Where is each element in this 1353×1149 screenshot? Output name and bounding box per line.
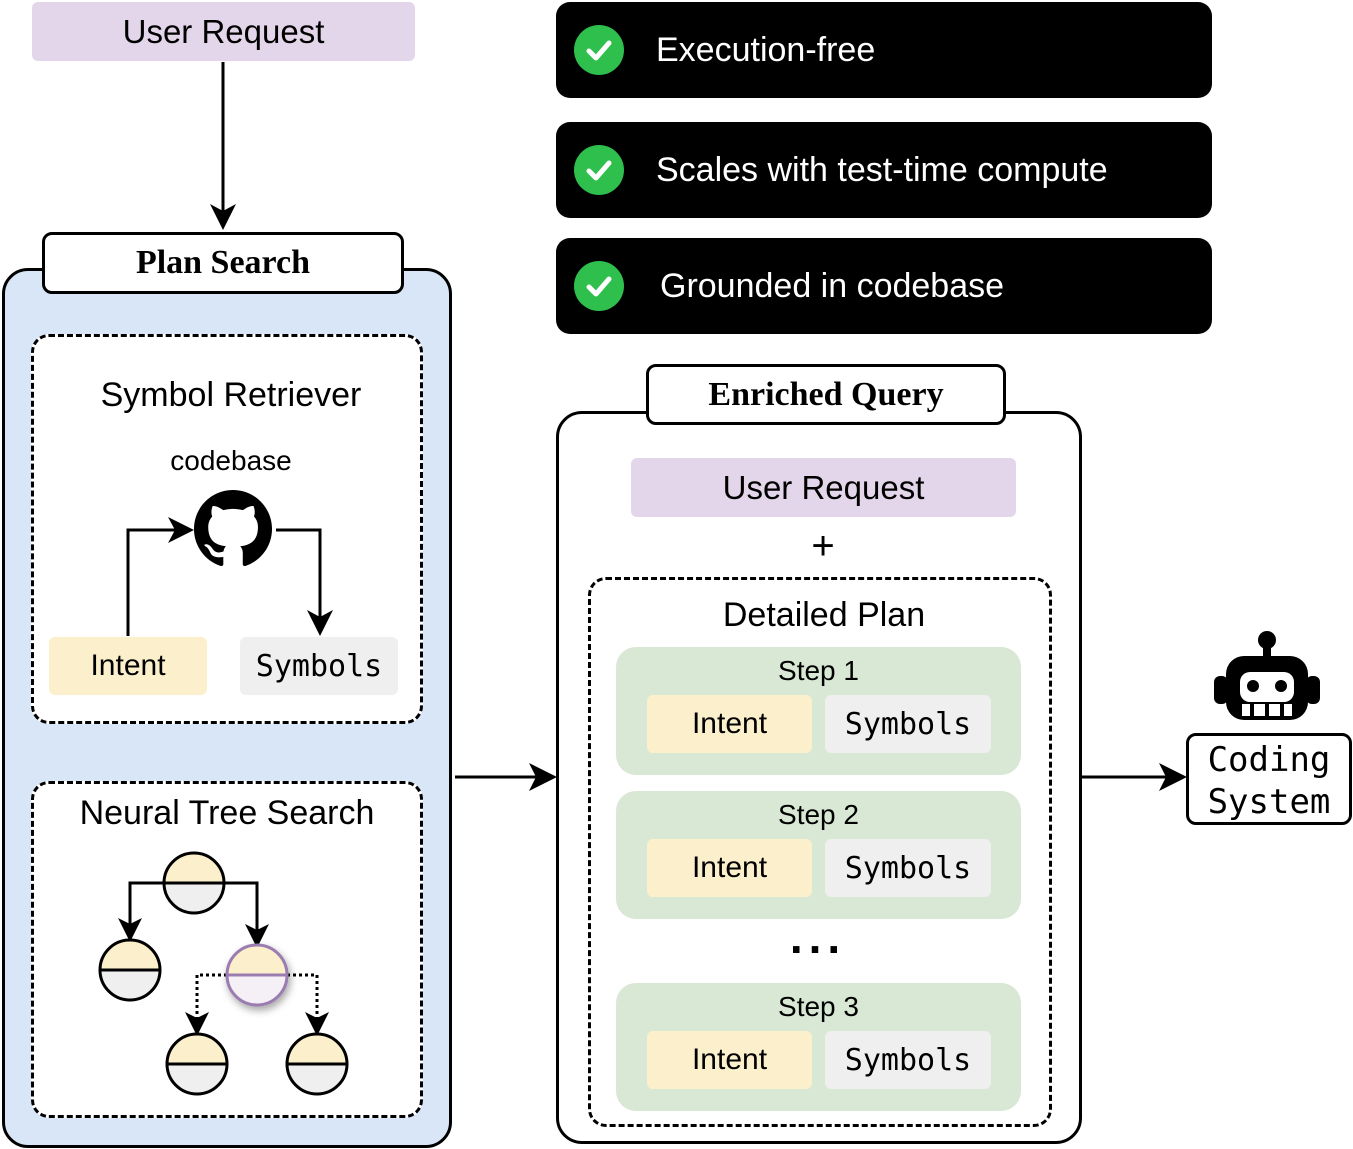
- user-request-label: User Request: [122, 12, 325, 50]
- detailed-plan-box: [588, 577, 1052, 1127]
- step-label: Step 3: [778, 991, 859, 1022]
- tree-edge-mid-left: [185, 973, 227, 1036]
- symbols-label: Symbols: [255, 648, 383, 684]
- detailed-plan-title: Detailed Plan: [722, 595, 926, 634]
- feature-label: Scales with test-time compute: [656, 150, 1108, 189]
- symbols-label: Symbols: [844, 850, 972, 886]
- plan-search-title-tab: Plan Search: [42, 232, 404, 294]
- intent-label: Intent: [691, 851, 768, 884]
- search-tree-graphic: [98, 851, 349, 1096]
- intent-label: Intent: [691, 1043, 768, 1076]
- plan-search-title: Plan Search: [135, 244, 311, 281]
- tree-edge-root-left: [118, 881, 164, 942]
- user-request-box: User Request: [32, 2, 415, 61]
- symbols-label: Symbols: [844, 706, 972, 742]
- feature-pill-execution-free: Execution-free: [556, 2, 1212, 98]
- arrow-codebase-to-symbols: [276, 528, 333, 636]
- tree-node-selected: [225, 943, 289, 1007]
- feature-label: Execution-free: [656, 30, 876, 69]
- arrow-intent-to-codebase: [126, 517, 194, 636]
- tree-node-root: [162, 851, 226, 915]
- retriever-arrows: [126, 517, 333, 636]
- feature-label: Grounded in codebase: [660, 266, 1005, 305]
- check-circle-icon: [574, 25, 624, 75]
- intent-label: Intent: [90, 649, 166, 682]
- tree-node-leaf-left: [165, 1032, 229, 1096]
- tree-edge-mid-right: [287, 973, 329, 1036]
- symbol-retriever-title: Symbol Retriever: [100, 375, 362, 414]
- coding-system-line1: Coding: [1207, 740, 1331, 780]
- github-icon: [194, 490, 272, 567]
- steps-ellipsis: ...: [789, 911, 847, 963]
- step-symbols-box: Symbols: [825, 695, 991, 753]
- feature-pill-grounded: Grounded in codebase: [556, 238, 1212, 334]
- symbols-label: Symbols: [844, 1042, 972, 1078]
- intent-label: Intent: [691, 707, 768, 740]
- check-circle-icon: [574, 145, 624, 195]
- enriched-query-title: Enriched Query: [708, 375, 944, 413]
- neural-tree-search-title: Neural Tree Search: [79, 793, 375, 832]
- step-label: Step 2: [778, 799, 859, 830]
- retriever-intent-box: Intent: [49, 637, 207, 695]
- query-user-request-label: User Request: [722, 468, 925, 506]
- step-symbols-box: Symbols: [825, 1031, 991, 1089]
- check-circle-icon: [574, 261, 624, 311]
- tree-edge-root-right: [224, 881, 269, 948]
- retriever-symbols-box: Symbols: [240, 637, 398, 695]
- step-symbols-box: Symbols: [825, 839, 991, 897]
- feature-pill-scales: Scales with test-time compute: [556, 122, 1212, 218]
- tree-node-left: [98, 938, 162, 1002]
- coding-system-box: Coding System: [1186, 733, 1352, 825]
- coding-system-line2: System: [1207, 782, 1331, 822]
- codebase-label: codebase: [170, 445, 292, 476]
- step-intent-box: Intent: [647, 695, 812, 753]
- plus-sign: +: [811, 523, 835, 568]
- enriched-query-title-tab: Enriched Query: [646, 364, 1006, 425]
- step-intent-box: Intent: [647, 839, 812, 897]
- step-intent-box: Intent: [647, 1031, 812, 1089]
- step-label: Step 1: [778, 655, 859, 686]
- query-user-request-box: User Request: [631, 458, 1016, 517]
- robot-icon: [1214, 631, 1320, 720]
- tree-node-leaf-right: [285, 1032, 349, 1096]
